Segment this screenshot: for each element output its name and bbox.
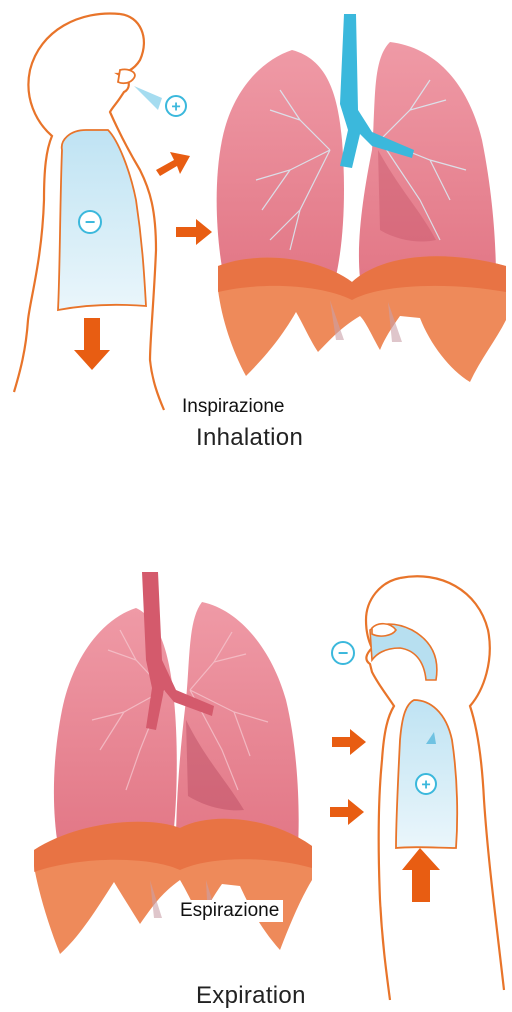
expiration-label-italian: Espirazione — [176, 900, 283, 922]
inhaled-air-puff — [134, 86, 162, 110]
expiration-chest-plus-icon: + — [416, 774, 436, 794]
inhalation-chest-minus-icon: − — [79, 211, 101, 233]
expiration-label-english: Expiration — [196, 982, 306, 1010]
expiration-lungs — [54, 572, 299, 846]
expiration-arrow-upper — [332, 729, 366, 755]
svg-text:+: + — [171, 99, 180, 116]
inhalation-diaphragm — [218, 256, 506, 382]
inhalation-mouth-plus-icon: + — [166, 96, 186, 116]
inhalation-panel: + − — [14, 13, 506, 410]
diaphragm-down-arrow — [74, 318, 110, 370]
inhalation-arrow-upper — [156, 152, 190, 176]
svg-text:−: − — [85, 212, 96, 232]
diaphragm-up-arrow — [402, 848, 440, 902]
inhalation-label-italian: Inspirazione — [178, 396, 288, 418]
expiration-diaphragm — [34, 819, 312, 954]
expiration-mouth-minus-icon: − — [332, 642, 354, 664]
inhalation-arrow-lower — [176, 219, 212, 245]
svg-text:+: + — [421, 777, 430, 794]
expiration-arrow-lower — [330, 799, 364, 825]
inhalation-label-english: Inhalation — [196, 424, 303, 452]
svg-text:−: − — [338, 643, 349, 663]
inhalation-lungs — [217, 14, 496, 280]
expiration-panel: − + — [34, 572, 504, 1000]
